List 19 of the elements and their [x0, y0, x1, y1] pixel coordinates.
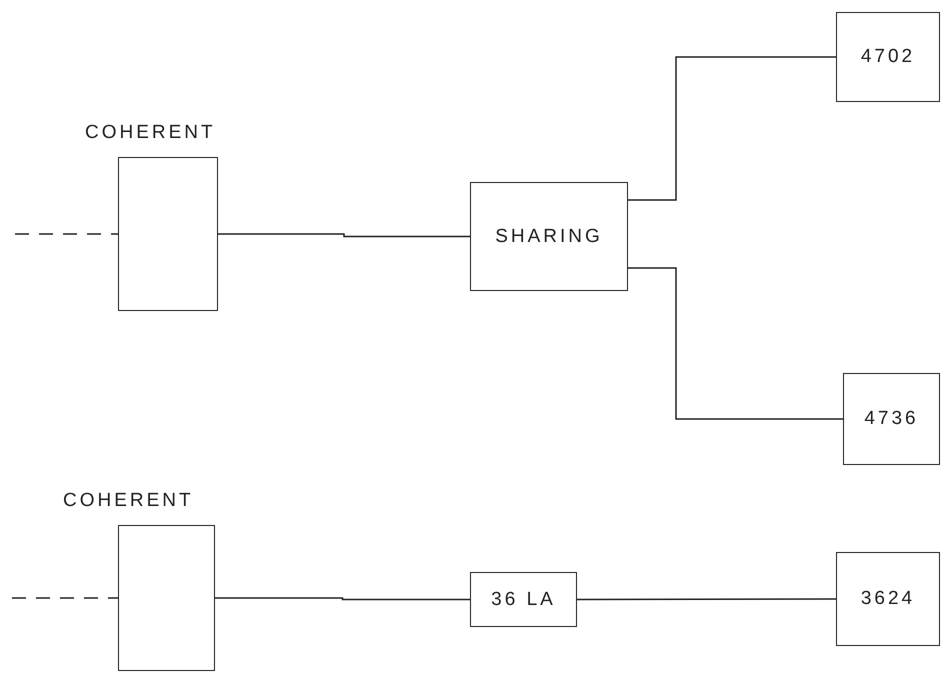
box-label: 36 LA	[491, 588, 556, 610]
connector-line	[628, 267, 843, 420]
connector-line	[218, 233, 470, 238]
connector-line	[215, 597, 470, 600]
box-heading: COHERENT	[85, 122, 216, 144]
connector-line	[628, 56, 836, 201]
process-box	[836, 552, 940, 646]
box-label: 4736	[864, 408, 919, 430]
box-label: SHARING	[495, 226, 603, 248]
process-box	[836, 12, 940, 102]
box-label: 4702	[860, 46, 916, 68]
process-box	[843, 373, 940, 465]
dashed-line	[12, 597, 118, 599]
box-label: 3624	[860, 588, 916, 610]
process-box	[470, 182, 628, 291]
dashed-line	[15, 233, 118, 235]
box-heading: COHERENT	[63, 490, 194, 512]
process-box	[470, 572, 577, 627]
connector-line	[577, 598, 836, 600]
